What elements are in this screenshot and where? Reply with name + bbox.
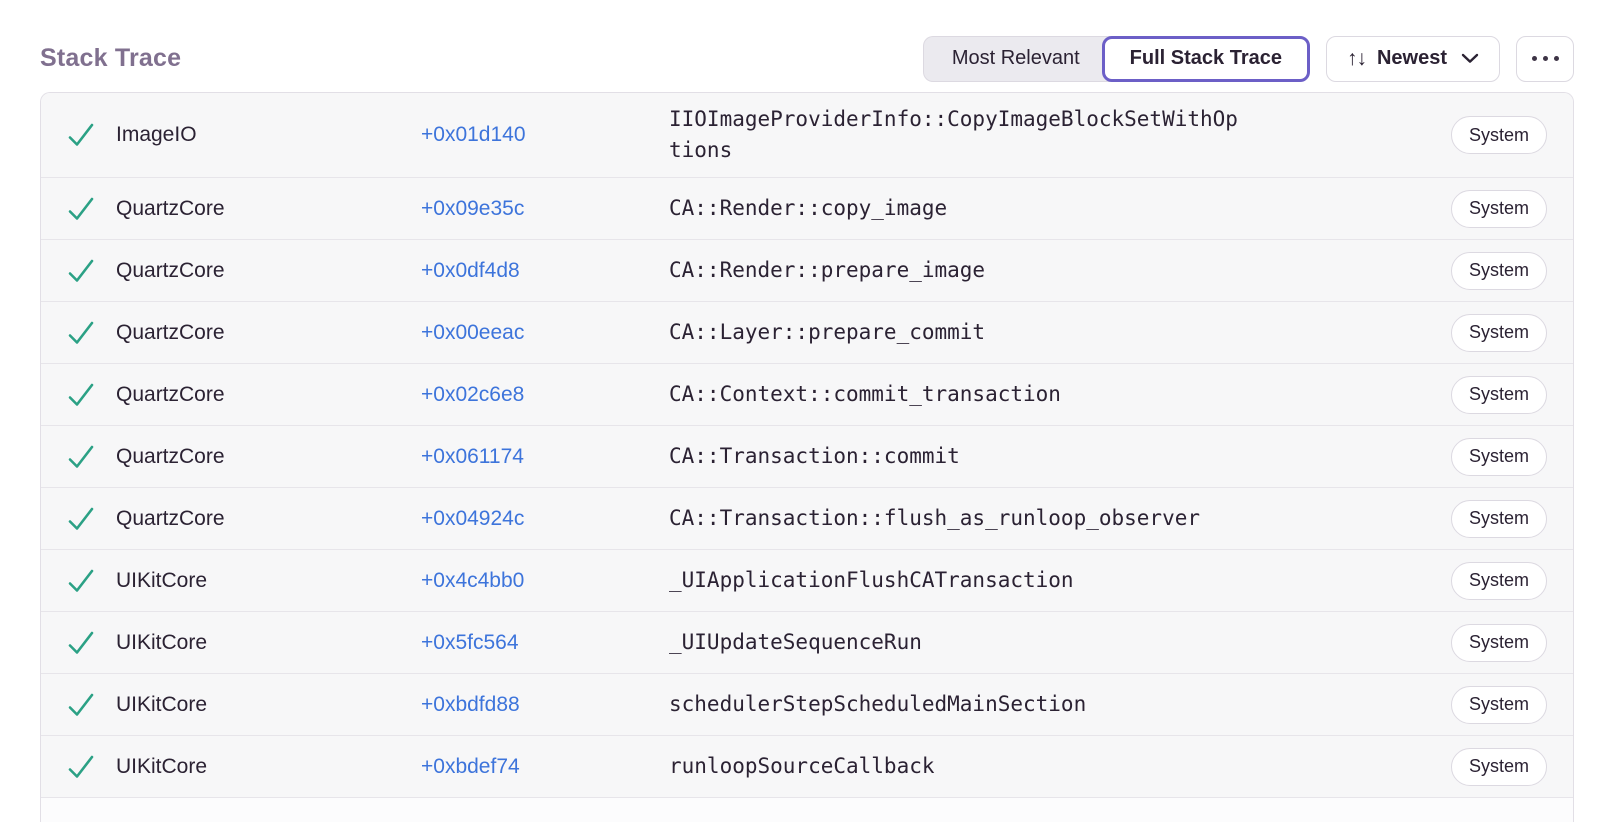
more-options-button[interactable] xyxy=(1516,35,1574,82)
system-badge: System xyxy=(1450,313,1547,352)
frame-address-link[interactable]: +0xbdef74 xyxy=(421,754,520,778)
system-badge: System xyxy=(1450,189,1547,228)
stack-frame-row[interactable]: ImageIO +0x01d140 IIOImageProviderInfo::… xyxy=(41,93,1573,178)
page-title: Stack Trace xyxy=(40,44,182,72)
function-name: IIOImageProviderInfo::CopyImageBlockSetW… xyxy=(669,107,1238,162)
module-name: QuartzCore xyxy=(116,196,225,220)
stack-frame-row[interactable]: QuartzCore +0x02c6e8 CA::Context::commit… xyxy=(41,364,1573,426)
ellipsis-icon xyxy=(1531,56,1537,61)
function-name: CA::Layer::prepare_commit xyxy=(669,320,986,344)
header-actions: Most Relevant Full Stack Trace ↑↓ Newest xyxy=(922,35,1574,82)
function-name: runloopSourceCallback xyxy=(669,754,935,778)
sort-arrows-icon: ↑↓ xyxy=(1346,47,1367,70)
check-icon xyxy=(66,381,96,409)
frame-address-link[interactable]: +0x04924c xyxy=(421,506,525,530)
check-icon xyxy=(66,691,96,719)
partial-next-row xyxy=(41,798,1573,822)
check-icon xyxy=(66,257,96,285)
system-badge: System xyxy=(1450,561,1547,600)
stack-frame-row[interactable]: UIKitCore +0xbdef74 runloopSourceCallbac… xyxy=(41,736,1573,798)
check-icon xyxy=(66,629,96,657)
stack-frame-row[interactable]: QuartzCore +0x04924c CA::Transaction::fl… xyxy=(41,488,1573,550)
function-name: schedulerStepScheduledMainSection xyxy=(669,692,1087,716)
check-icon xyxy=(66,753,96,781)
module-name: QuartzCore xyxy=(116,320,225,344)
check-icon xyxy=(66,443,96,471)
frame-address-link[interactable]: +0x00eeac xyxy=(421,320,525,344)
stack-frame-row[interactable]: UIKitCore +0x4c4bb0 _UIApplicationFlushC… xyxy=(41,550,1573,612)
system-badge: System xyxy=(1450,437,1547,476)
stack-frame-row[interactable]: QuartzCore +0x061174 CA::Transaction::co… xyxy=(41,426,1573,488)
function-name: CA::Render::prepare_image xyxy=(669,258,986,282)
frame-address-link[interactable]: +0x5fc564 xyxy=(421,630,519,654)
frame-address-link[interactable]: +0xbdfd88 xyxy=(421,692,520,716)
module-name: QuartzCore xyxy=(116,444,225,468)
system-badge: System xyxy=(1450,623,1547,662)
function-name: CA::Context::commit_transaction xyxy=(669,382,1061,406)
check-icon xyxy=(66,195,96,223)
panel-header: Stack Trace Most Relevant Full Stack Tra… xyxy=(0,0,1614,92)
view-toggle: Most Relevant Full Stack Trace xyxy=(922,35,1310,82)
module-name: UIKitCore xyxy=(116,568,208,592)
module-name: ImageIO xyxy=(116,123,197,146)
function-name: _UIUpdateSequenceRun xyxy=(669,630,922,654)
stack-frame-row[interactable]: UIKitCore +0xbdfd88 schedulerStepSchedul… xyxy=(41,674,1573,736)
function-name: CA::Transaction::commit xyxy=(669,444,960,468)
function-name: CA::Transaction::flush_as_runloop_observ… xyxy=(669,506,1201,530)
stack-frame-row[interactable]: QuartzCore +0x0df4d8 CA::Render::prepare… xyxy=(41,240,1573,302)
system-badge: System xyxy=(1450,375,1547,414)
module-name: UIKitCore xyxy=(116,630,208,654)
full-stack-trace-button[interactable]: Full Stack Trace xyxy=(1101,35,1310,82)
stack-frame-row[interactable]: QuartzCore +0x00eeac CA::Layer::prepare_… xyxy=(41,302,1573,364)
function-name: CA::Render::copy_image xyxy=(669,196,948,220)
frame-address-link[interactable]: +0x061174 xyxy=(421,444,524,468)
check-icon xyxy=(66,567,96,595)
check-icon xyxy=(66,319,96,347)
most-relevant-button[interactable]: Most Relevant xyxy=(922,35,1110,82)
system-badge: System xyxy=(1450,116,1547,154)
module-name: QuartzCore xyxy=(116,258,225,282)
frame-address-link[interactable]: +0x02c6e8 xyxy=(421,382,525,406)
check-icon xyxy=(66,505,96,533)
module-name: UIKitCore xyxy=(116,754,208,778)
sort-button[interactable]: ↑↓ Newest xyxy=(1325,35,1500,82)
function-name: _UIApplicationFlushCATransaction xyxy=(669,568,1074,592)
frame-address-link[interactable]: +0x01d140 xyxy=(421,123,526,146)
system-badge: System xyxy=(1450,685,1547,724)
module-name: QuartzCore xyxy=(116,382,225,406)
sort-label: Newest xyxy=(1376,47,1447,69)
frame-address-link[interactable]: +0x4c4bb0 xyxy=(421,568,525,592)
module-name: QuartzCore xyxy=(116,506,225,530)
frame-address-link[interactable]: +0x0df4d8 xyxy=(421,258,520,282)
check-icon xyxy=(66,121,96,149)
stack-frame-row[interactable]: UIKitCore +0x5fc564 _UIUpdateSequenceRun… xyxy=(41,612,1573,674)
system-badge: System xyxy=(1450,251,1547,290)
module-name: UIKitCore xyxy=(116,692,208,716)
stack-trace-table: ImageIO +0x01d140 IIOImageProviderInfo::… xyxy=(40,92,1574,822)
system-badge: System xyxy=(1450,747,1547,786)
stack-frame-row[interactable]: QuartzCore +0x09e35c CA::Render::copy_im… xyxy=(41,178,1573,240)
system-badge: System xyxy=(1450,499,1547,538)
frame-address-link[interactable]: +0x09e35c xyxy=(421,196,525,220)
chevron-down-icon xyxy=(1461,53,1479,63)
